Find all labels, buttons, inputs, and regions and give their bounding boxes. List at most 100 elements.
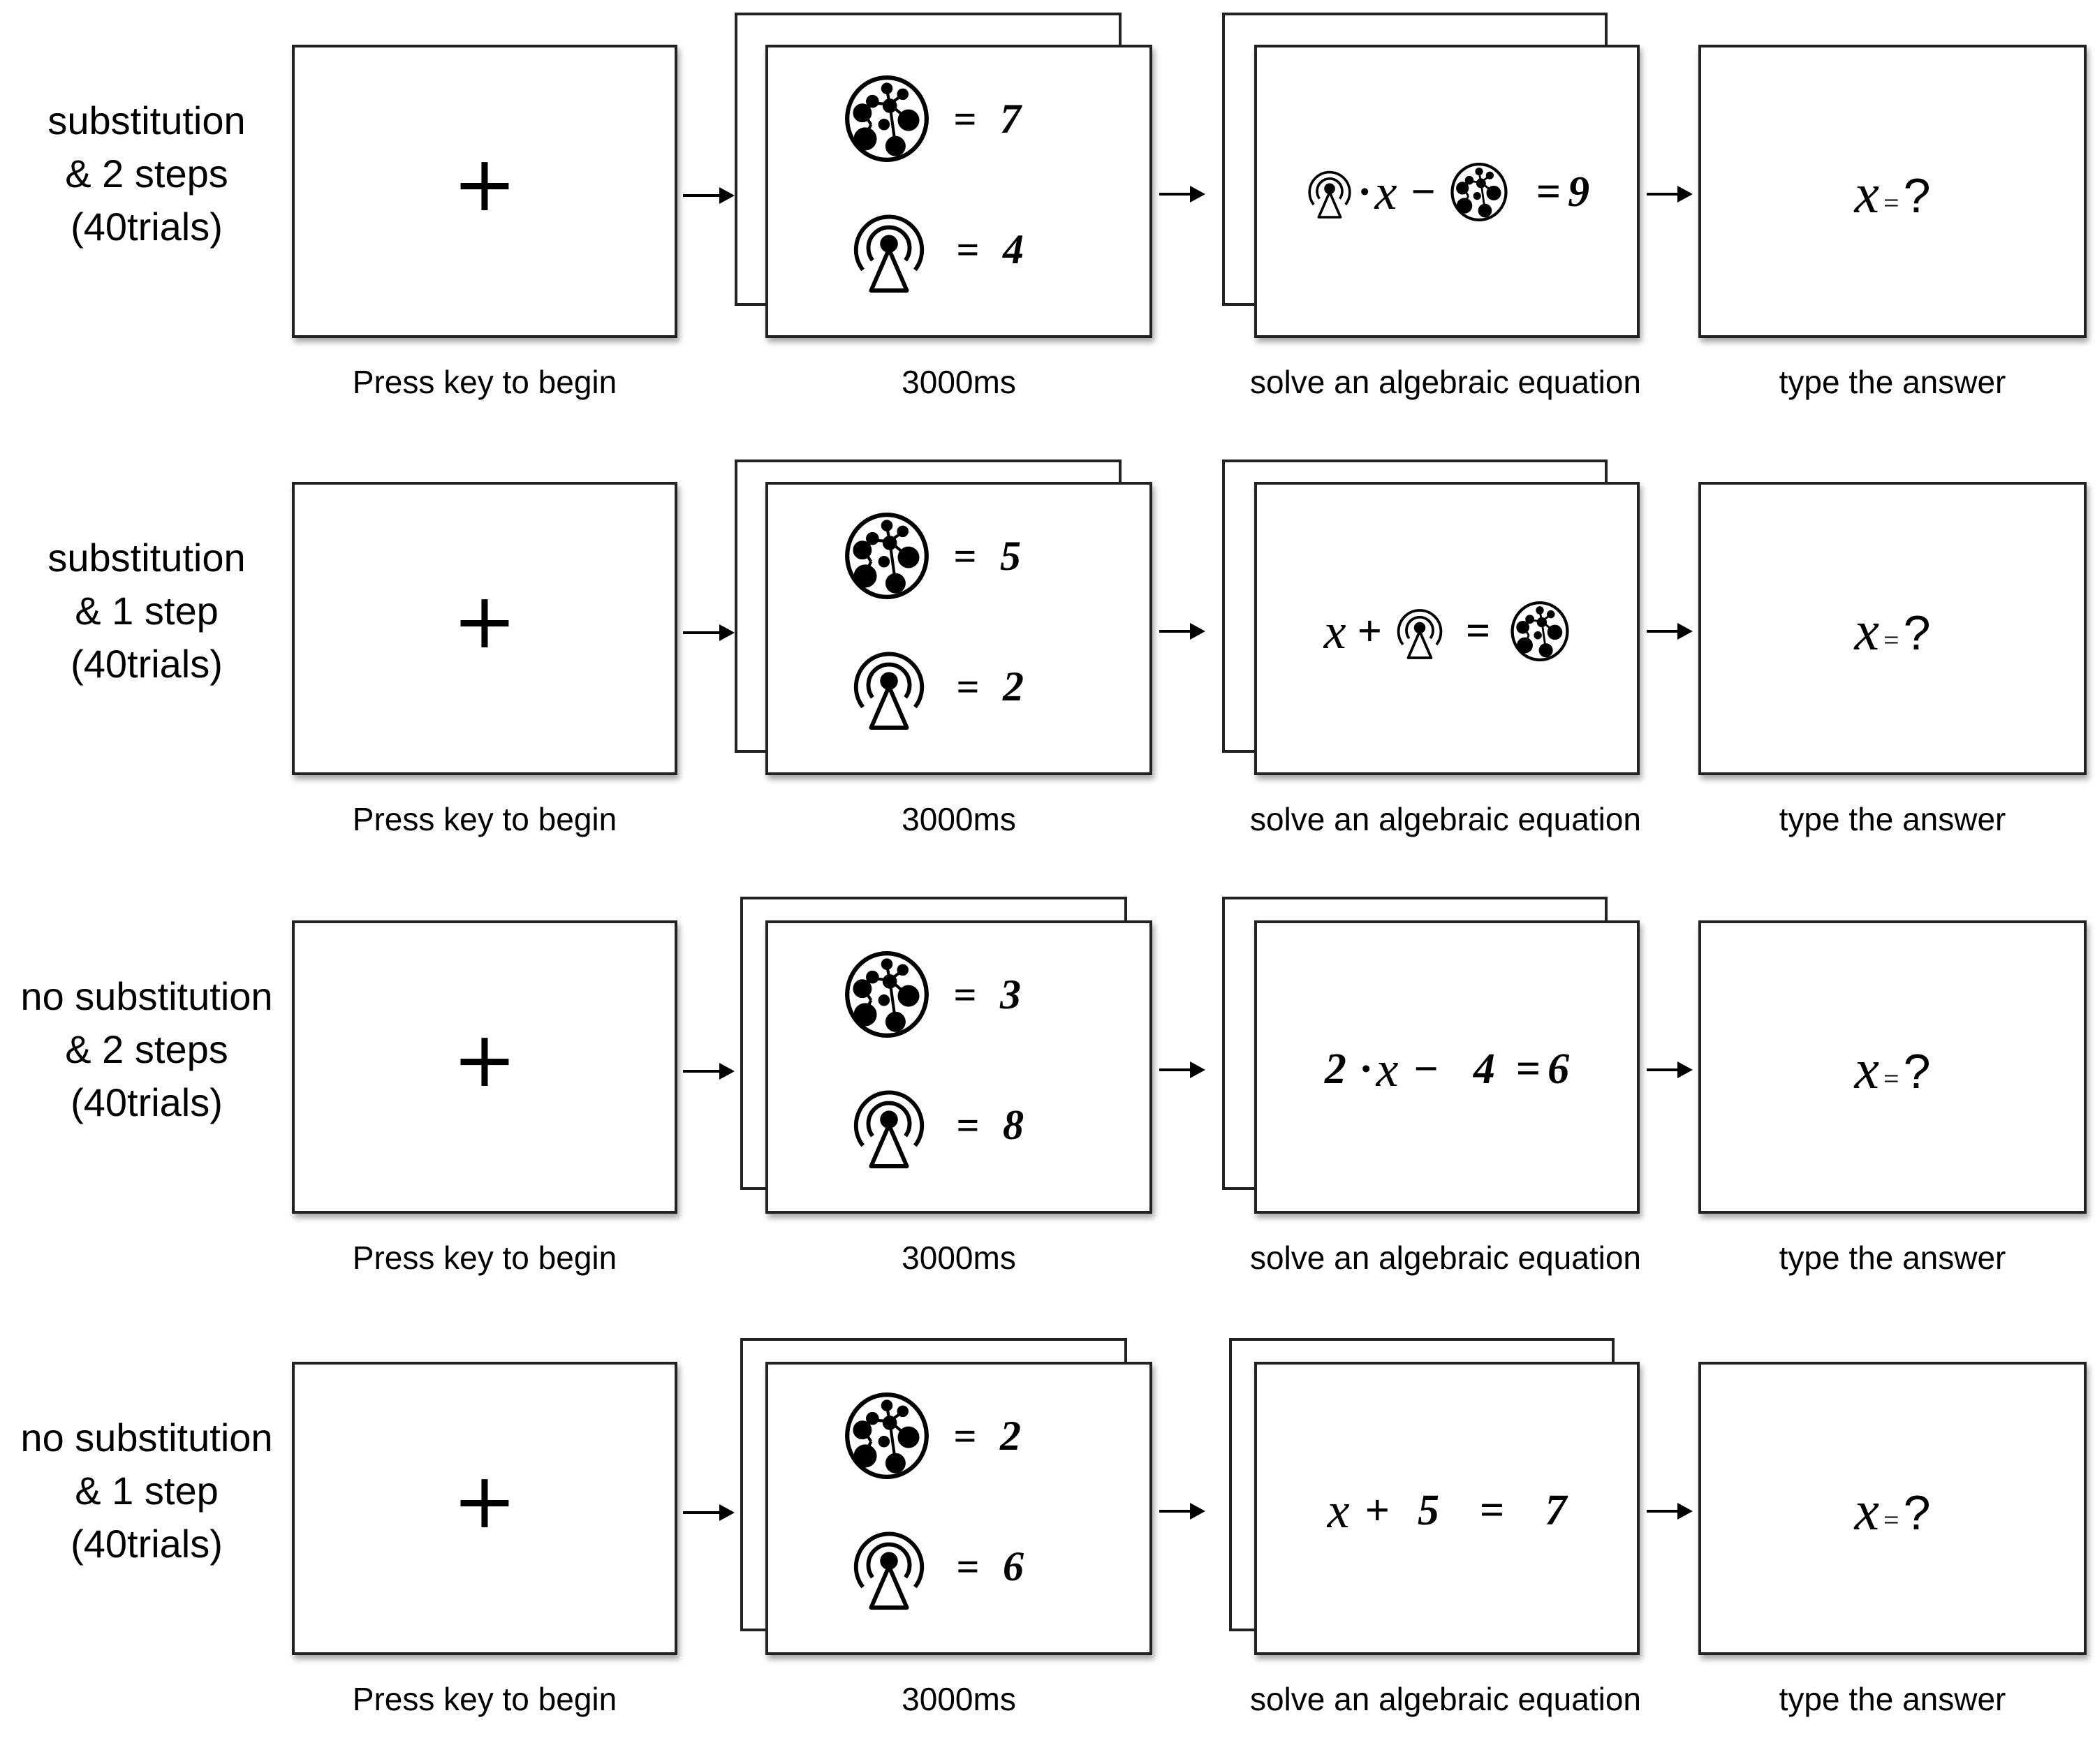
plus-operator: + <box>1357 607 1382 655</box>
symbol-mapping: = 3 <box>844 951 1049 1038</box>
symbol-value: 2 <box>1000 1412 1021 1459</box>
cluster-symbol-icon <box>844 75 930 162</box>
equation-caption: solve an algebraic equation <box>1249 1240 1642 1276</box>
antenna-symbol-icon <box>848 201 930 297</box>
symbol-mapping: = 6 <box>848 1518 1052 1615</box>
question-mark: ? <box>1903 1044 1931 1098</box>
symbol-value: 6 <box>1003 1543 1024 1589</box>
answer-screen: x = ? <box>1698 920 2087 1214</box>
equals-sign: = <box>956 226 980 272</box>
condition-line: no substitution <box>20 1416 273 1460</box>
equation: · x − = 9 <box>1257 163 1637 221</box>
condition-label: no substitution & 2 steps (40trials) <box>0 970 293 1129</box>
arrow-icon <box>1647 186 1693 203</box>
equals-sign: = <box>1515 1045 1541 1093</box>
study-caption: 3000ms <box>902 801 1016 837</box>
symbol-value: 3 <box>1000 971 1021 1017</box>
symbol-mapping: = 5 <box>844 513 1049 599</box>
study-screen: = 2 = 6 <box>765 1362 1152 1655</box>
equals-sign: = <box>1536 168 1561 216</box>
question-mark: ? <box>1903 1485 1931 1540</box>
rhs-value: 7 <box>1545 1487 1567 1534</box>
symbol-mapping: = 2 <box>844 1392 1049 1479</box>
answer-caption: type the answer <box>1779 364 2006 400</box>
question-mark: ? <box>1903 168 1931 223</box>
symbol-value: 7 <box>1000 95 1021 142</box>
study-caption: 3000ms <box>902 364 1016 400</box>
arrow-icon <box>1159 1503 1205 1520</box>
arrow-icon <box>1647 623 1693 640</box>
cluster-symbol-icon <box>1450 163 1508 221</box>
coefficient: 2 <box>1324 1045 1346 1093</box>
answer-screen: x = ? <box>1698 45 2087 338</box>
equals-sign: = <box>1883 187 1899 219</box>
plus-operator: + <box>1365 1487 1390 1534</box>
variable-x: x <box>1327 1483 1350 1538</box>
equals-sign: = <box>1883 1063 1899 1094</box>
symbol-mapping: = 8 <box>848 1077 1052 1173</box>
condition-line: (40trials) <box>71 1522 223 1566</box>
equals-sign: = <box>956 1102 980 1148</box>
constant: 5 <box>1417 1487 1439 1534</box>
fixation-cross: + <box>452 1015 517 1104</box>
fixation-screen: + <box>292 45 677 338</box>
antenna-symbol-icon <box>1393 600 1446 663</box>
dot-operator: · <box>1358 1045 1374 1093</box>
condition-line: & 2 steps <box>65 152 228 196</box>
symbol-value: 5 <box>1000 532 1021 579</box>
fixation-screen: + <box>292 1362 677 1655</box>
dot-operator: · <box>1357 168 1372 216</box>
condition-label: substitution & 2 steps (40trials) <box>0 94 293 253</box>
equals-sign: = <box>953 533 977 579</box>
symbol-mapping: = 7 <box>844 75 1049 162</box>
answer-caption: type the answer <box>1779 1240 2006 1276</box>
variable-x: x <box>1854 1039 1879 1101</box>
condition-label: substitution & 1 step (40trials) <box>0 531 293 691</box>
variable-x: x <box>1374 163 1397 220</box>
study-caption: 3000ms <box>902 1681 1016 1717</box>
constant: 4 <box>1473 1045 1495 1093</box>
equation: 2 · x − 4 = 6 <box>1257 1041 1637 1098</box>
cluster-symbol-icon <box>844 951 930 1038</box>
symbol-value: 4 <box>1003 226 1024 272</box>
equation-screen: x + = <box>1254 482 1640 775</box>
answer-prompt: x = ? <box>1701 1480 2084 1543</box>
equation: x + = <box>1257 600 1637 663</box>
symbol-value: 2 <box>1003 663 1024 710</box>
fixation-screen: + <box>292 482 677 775</box>
answer-caption: type the answer <box>1779 801 2006 837</box>
condition-label: no substitution & 1 step (40trials) <box>0 1411 293 1571</box>
condition-row: substitution & 1 step (40trials) + Press… <box>0 460 2095 884</box>
fixation-cross: + <box>452 576 517 666</box>
arrow-icon <box>683 624 735 641</box>
equals-sign: = <box>956 663 980 710</box>
answer-screen: x = ? <box>1698 1362 2087 1655</box>
rhs-value: 6 <box>1548 1045 1570 1093</box>
minus-operator: − <box>1411 168 1436 216</box>
fixation-screen: + <box>292 920 677 1214</box>
variable-x: x <box>1323 603 1346 659</box>
study-caption: 3000ms <box>902 1240 1016 1276</box>
equals-sign: = <box>953 96 977 142</box>
equals-sign: = <box>1465 607 1491 655</box>
equation: x + 5 = 7 <box>1257 1482 1637 1540</box>
equation-screen: x + 5 = 7 <box>1254 1362 1640 1655</box>
equation-caption: solve an algebraic equation <box>1249 364 1642 400</box>
rhs-value: 9 <box>1568 168 1590 216</box>
antenna-symbol-icon <box>848 1518 930 1615</box>
study-screen: = 5 = 2 <box>765 482 1152 775</box>
symbol-mapping: = 4 <box>848 201 1052 297</box>
question-mark: ? <box>1903 605 1931 660</box>
variable-x: x <box>1854 601 1879 662</box>
equals-sign: = <box>1883 1504 1899 1536</box>
condition-line: (40trials) <box>71 205 223 249</box>
condition-line: & 2 steps <box>65 1027 228 1071</box>
equation-screen: 2 · x − 4 = 6 <box>1254 920 1640 1214</box>
antenna-symbol-icon <box>848 1077 930 1173</box>
equation-caption: solve an algebraic equation <box>1249 1681 1642 1717</box>
study-screen: = 7 = 4 <box>765 45 1152 338</box>
answer-screen: x = ? <box>1698 482 2087 775</box>
equals-sign: = <box>956 1543 980 1589</box>
arrow-icon <box>1159 623 1205 640</box>
symbol-mapping: = 2 <box>848 638 1052 735</box>
